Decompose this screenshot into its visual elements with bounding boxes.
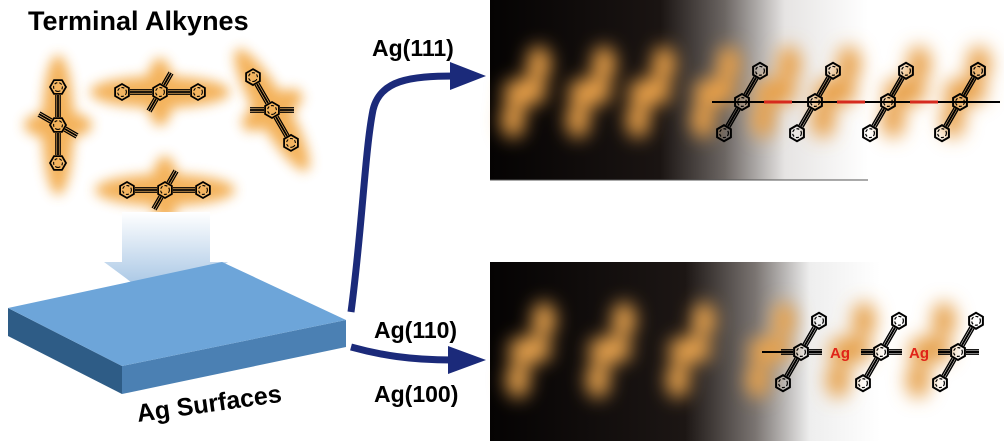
stm-blob <box>588 336 632 364</box>
stm-blob <box>628 78 672 106</box>
alkyne-unit <box>119 169 211 211</box>
benzene-ring <box>862 124 878 143</box>
organometallic-unit <box>932 311 984 393</box>
benzene-ring <box>934 124 950 143</box>
benzene-ring <box>734 92 750 112</box>
label-ag110: Ag(110) <box>374 317 457 343</box>
benzene-ring <box>195 180 211 200</box>
benzene-ring <box>716 124 732 143</box>
organometallic-chain-ag110-ag100: Ag Ag <box>762 311 984 393</box>
stm-image-ag111 <box>490 0 991 181</box>
stm-blob <box>668 336 712 364</box>
benzene-ring <box>970 61 986 80</box>
stm-blob <box>503 78 547 106</box>
label-ag111: Ag(111) <box>372 35 454 61</box>
benzene-ring <box>775 374 791 393</box>
benzene-ring <box>932 374 948 393</box>
alkyne-molecule <box>90 58 230 126</box>
alkyne-molecule <box>95 156 235 224</box>
benzene-ring <box>752 61 768 80</box>
benzene-ring <box>807 92 823 112</box>
benzene-ring <box>880 92 896 112</box>
label-ag100: Ag(100) <box>374 381 458 407</box>
polymer-unit <box>862 61 914 143</box>
slab-side-face <box>122 320 346 394</box>
alkyne-unit <box>114 71 206 113</box>
benzene-ring <box>950 342 966 362</box>
organometallic-unit <box>855 311 907 393</box>
stm-blob <box>693 78 737 106</box>
benzene-ring <box>264 100 280 120</box>
benzene-ring <box>245 68 261 87</box>
benzene-ring <box>793 342 809 362</box>
stm-image-ag110-ag100 <box>490 262 956 441</box>
benzene-ring <box>152 82 168 102</box>
benzene-ring <box>114 82 130 102</box>
benzene-ring <box>855 374 871 393</box>
stm-blob <box>828 336 872 364</box>
benzene-ring <box>48 155 68 171</box>
ag-surface-slab <box>8 262 346 394</box>
benzene-ring <box>811 311 827 330</box>
reaction-arrow-ag111 <box>347 62 486 313</box>
benzene-ring <box>968 311 984 330</box>
benzene-ring <box>48 79 68 95</box>
polymer-unit <box>934 61 986 143</box>
benzene-ring <box>952 92 968 112</box>
stm-blob <box>753 78 797 106</box>
benzene-ring <box>825 61 841 80</box>
benzene-ring <box>190 82 206 102</box>
substrate-label: Ag Surfaces <box>135 380 283 428</box>
benzene-ring <box>157 180 173 200</box>
benzene-ring <box>898 61 914 80</box>
slab-top-face <box>8 262 346 366</box>
benzene-ring <box>789 124 805 143</box>
polymer-unit <box>789 61 841 143</box>
alkyne-unit <box>245 68 299 152</box>
alkyne-unit <box>37 79 79 171</box>
stm-blob <box>908 336 952 364</box>
ag-linker-2: Ag <box>909 345 929 362</box>
benzene-ring <box>283 133 299 152</box>
polymer-chain-ag111 <box>712 61 1000 143</box>
slab-front-face <box>8 308 122 394</box>
title: Terminal Alkynes <box>28 6 249 36</box>
polymer-unit <box>716 61 768 143</box>
alkyne-molecule <box>234 48 310 172</box>
reaction-arrow-ag110-ag100 <box>350 343 486 374</box>
ag-linker-1: Ag <box>830 345 850 362</box>
benzene-ring <box>873 342 889 362</box>
terminal-alkyne-molecules <box>24 48 310 224</box>
stm-blob <box>568 78 612 106</box>
stm-blob <box>748 336 792 364</box>
stm-blob <box>508 336 552 364</box>
benzene-ring <box>891 311 907 330</box>
alkyne-molecule <box>24 55 92 195</box>
organometallic-unit <box>775 311 827 393</box>
benzene-ring <box>119 180 135 200</box>
benzene-ring <box>48 117 68 133</box>
